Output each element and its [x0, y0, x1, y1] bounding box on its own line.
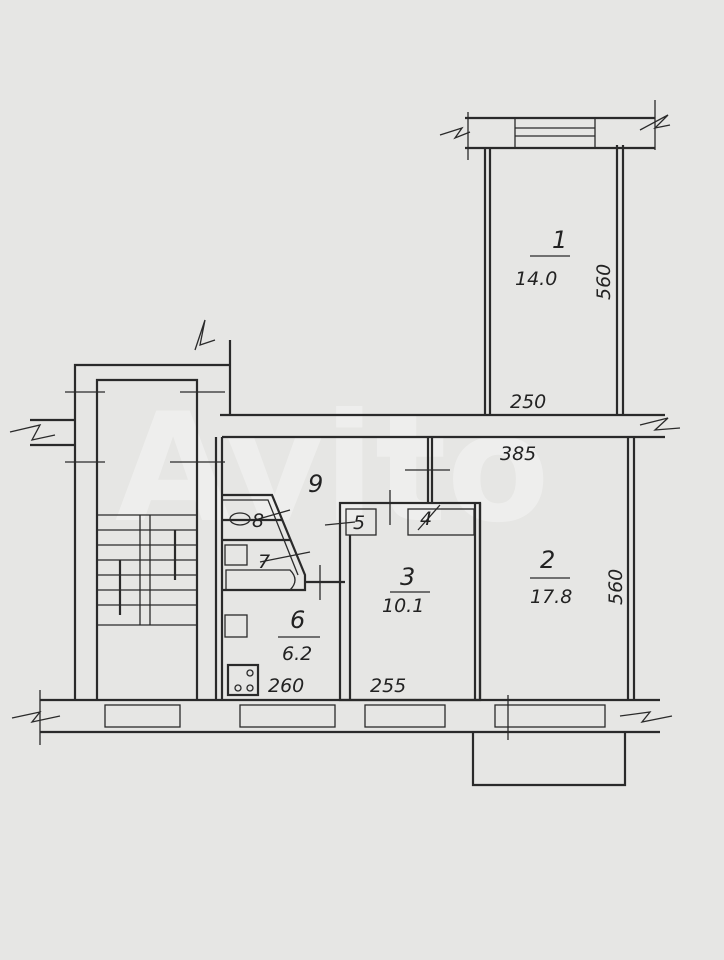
room-1-number: 1: [552, 226, 567, 254]
bathroom-walls: [222, 493, 345, 600]
room-6-number: 6: [290, 606, 305, 634]
room-5-number: 5: [353, 512, 365, 534]
room-1-length: 560: [593, 264, 615, 300]
room-7-number: 7: [258, 551, 270, 573]
stove-icon: [226, 663, 260, 697]
kitchen-walls: [214, 437, 260, 700]
avito-watermark: Avito: [115, 382, 550, 556]
room-4-number: 4: [420, 508, 432, 530]
room-2-length: 560: [605, 569, 627, 605]
middle-wall: [220, 413, 681, 439]
room-1-area: 14.0: [515, 268, 557, 290]
bottom-wall: [11, 690, 673, 787]
room-9-number: 9: [308, 470, 323, 498]
room-1-width: 250: [510, 391, 546, 413]
room-6-area: 6.2: [282, 643, 312, 665]
room-3-number: 3: [400, 563, 415, 591]
room-1-walls: [439, 100, 671, 415]
room-2-area: 17.8: [530, 586, 572, 608]
room-8-number: 8: [252, 510, 264, 532]
room-3-area: 10.1: [382, 595, 424, 617]
room-2-number: 2: [540, 546, 555, 574]
room-2-width: 385: [500, 443, 536, 465]
room-6-width: 260: [268, 675, 304, 697]
room-3-width: 255: [370, 675, 406, 697]
staircase: [9, 319, 232, 700]
balcony: [471, 732, 627, 787]
